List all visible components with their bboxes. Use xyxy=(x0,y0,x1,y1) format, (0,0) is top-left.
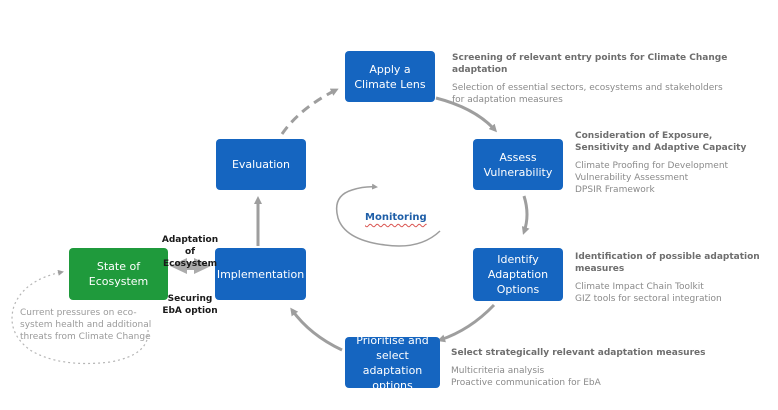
adaptation-of-ecosystem-label: Adaptation of Ecosystem xyxy=(161,235,219,269)
arrow-vulnerability-to-options xyxy=(521,195,530,235)
desc-climate-lens: Screening of relevant entry points for C… xyxy=(452,52,778,106)
desc-prioritise-item: Proactive communication for EbA xyxy=(451,378,601,388)
step-apply-climate-lens: Apply a Climate Lens xyxy=(345,51,435,102)
step-prioritise-select-options: Prioritise and select adaptation options xyxy=(345,334,440,392)
state-of-ecosystem: State of Ecosystem xyxy=(69,248,168,300)
desc-prioritise-head: Select strategically relevant adaptation… xyxy=(451,348,706,358)
step-evaluation: Evaluation xyxy=(216,139,306,190)
arrow-lens-to-vulnerability xyxy=(435,96,498,133)
desc-vulnerability-item: Vulnerability Assessment xyxy=(575,173,689,183)
current-pressures-text: Current pressures on eco- system health … xyxy=(20,308,152,342)
arrow-prioritise-to-implementation xyxy=(290,307,343,352)
desc-adaptation-options-item: GIZ tools for sectoral integration xyxy=(575,294,722,304)
desc-vulnerability-item: Climate Proofing for Development xyxy=(575,161,729,171)
desc-adaptation-options: Identification of possible adaptation me… xyxy=(575,251,778,305)
desc-adaptation-options-head: Identification of possible adaptation me… xyxy=(575,252,760,274)
desc-prioritise: Select strategically relevant adaptation… xyxy=(451,347,705,389)
desc-adaptation-options-item: Climate Impact Chain Toolkit xyxy=(575,282,704,292)
double-arrow-ecosystem-implementation xyxy=(170,258,211,274)
securing-eba-label: Securing EbA option xyxy=(162,294,218,316)
desc-vulnerability: Consideration of Exposure, Sensitivity a… xyxy=(575,130,746,196)
desc-climate-lens-item: for adaptation measures xyxy=(452,95,563,105)
desc-climate-lens-item: Selection of essential sectors, ecosyste… xyxy=(452,83,723,93)
arrow-options-to-prioritise xyxy=(437,303,496,343)
step-implementation: Implementation xyxy=(215,248,306,300)
desc-prioritise-item: Multicriteria analysis xyxy=(451,366,545,376)
desc-vulnerability-head: Consideration of Exposure, Sensitivity a… xyxy=(575,131,747,153)
desc-vulnerability-item: DPSIR Framework xyxy=(575,185,655,195)
step-assess-vulnerability: Assess Vulnerability xyxy=(473,139,563,190)
desc-climate-lens-head: Screening of relevant entry points for C… xyxy=(452,53,728,75)
step-identify-adaptation-options: Identify Adaptation Options xyxy=(473,248,563,301)
monitoring-label: Monitoring xyxy=(365,212,427,223)
monitoring-circle-arrow xyxy=(335,183,441,247)
arrow-evaluation-to-lens xyxy=(280,88,339,135)
